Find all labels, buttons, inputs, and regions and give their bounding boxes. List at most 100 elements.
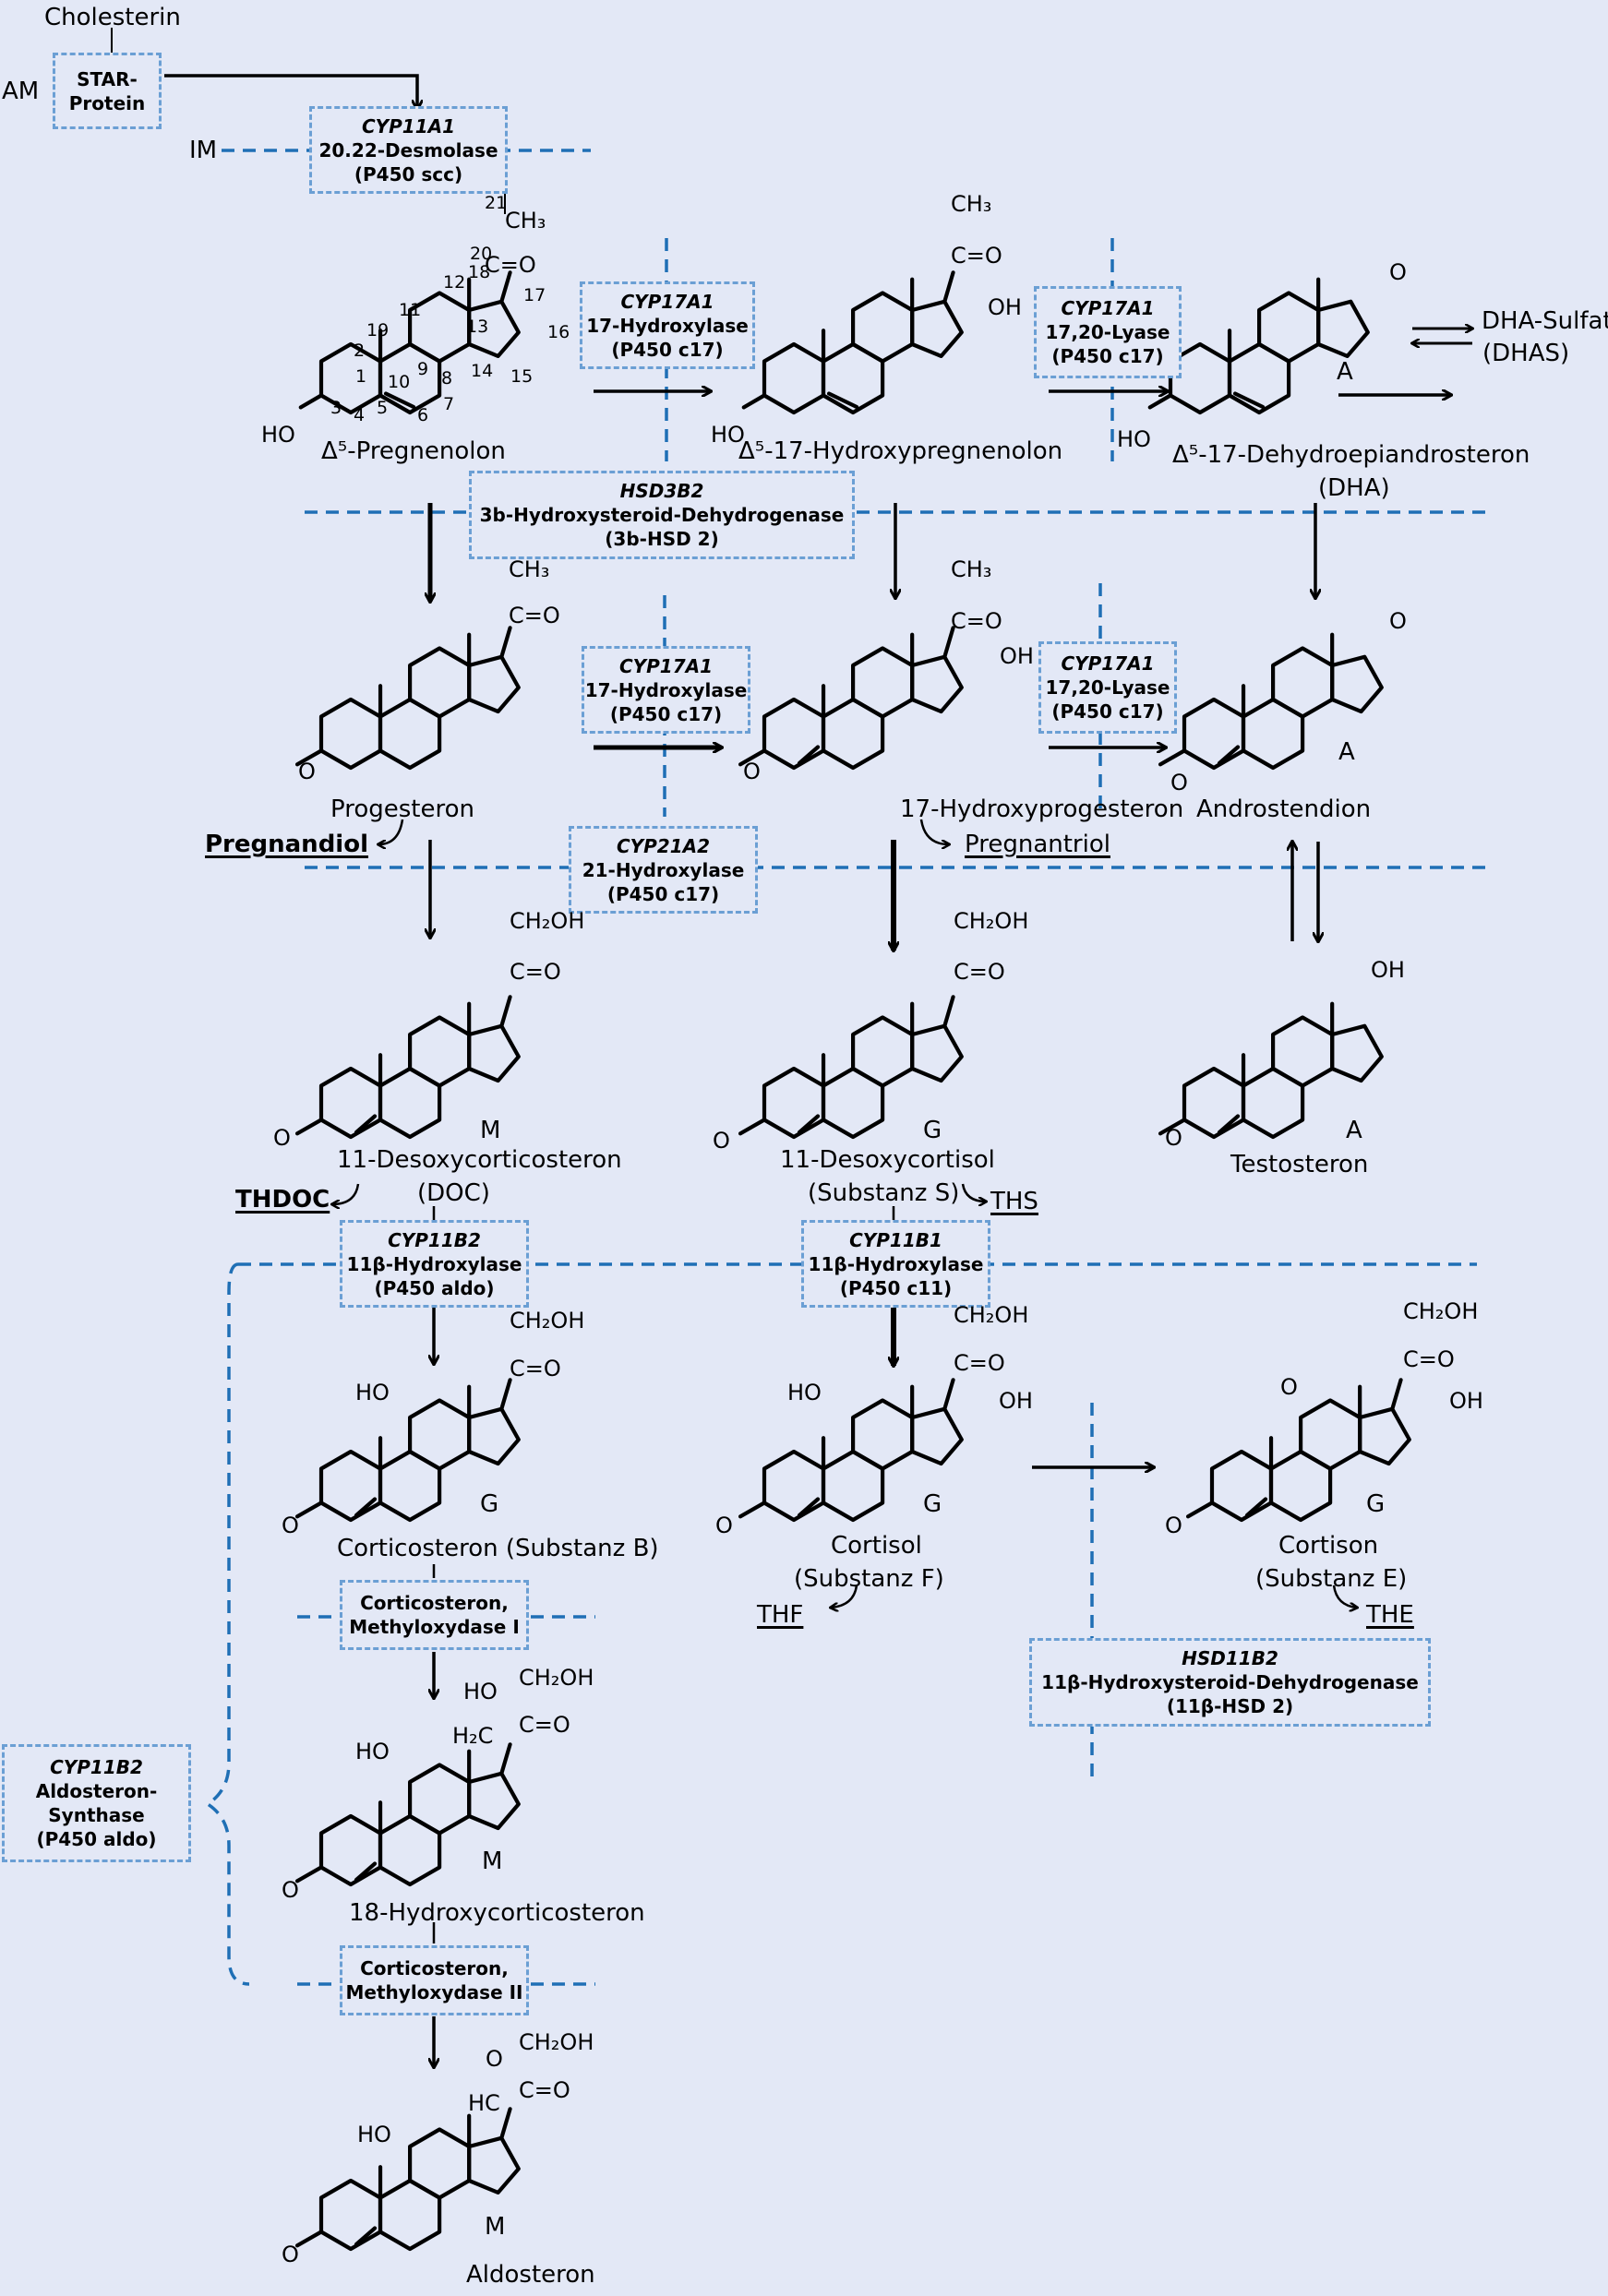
cortisol-label-1: Cortisol [831, 1532, 922, 1560]
progesterone-label: Progesteron [330, 795, 474, 823]
carbon-number: 8 [441, 368, 453, 389]
atom-c-eq-o: C=O [510, 959, 561, 985]
atom-hc: HC [468, 2090, 500, 2116]
gene: CYP11B2 [50, 1756, 143, 1778]
aldo-synthase-bracket [204, 1262, 250, 1986]
aldosterone-label: Aldosteron [466, 2261, 595, 2289]
ring-d [1330, 1023, 1384, 1083]
pregnenolone-label: Δ⁵-Pregnenolon [321, 437, 506, 465]
ring-c [1270, 646, 1335, 719]
ring-d [1330, 654, 1384, 714]
atom-ch3: CH₃ [951, 191, 992, 217]
double-bond-a [354, 1861, 378, 1883]
ring-c [1270, 1015, 1335, 1088]
line1: Aldosteron- [35, 1780, 158, 1802]
gene: CYP11B1 [849, 1228, 942, 1251]
ring-a [318, 2178, 383, 2252]
ring-c [408, 1763, 472, 1836]
double-bond-a [797, 745, 821, 766]
double-bond-b [383, 391, 416, 410]
gene: CYP17A1 [620, 290, 714, 313]
atom-h2c: H₂C [452, 1723, 494, 1749]
hydroxypregnenolone-label: Δ⁵-17-Hydroxypregnenolon [738, 437, 1063, 465]
atom-oh: OH [1371, 957, 1405, 983]
atom-c-eq-o: C=O [510, 1356, 561, 1381]
name: 17,20-Lyase [1045, 676, 1170, 699]
atom-ch2oh: CH₂OH [519, 2029, 594, 2055]
class-a-dha: A [1337, 358, 1353, 386]
side-chain [1390, 1378, 1403, 1411]
name: 17,20-Lyase [1045, 321, 1170, 343]
cortisone-label-1: Cortison [1278, 1532, 1379, 1560]
sub: (P450 c17) [1051, 345, 1164, 367]
star-line2: Protein [68, 91, 146, 114]
ring-d [910, 299, 964, 358]
side-chain [499, 995, 512, 1028]
atom-c-eq-o: C=O [519, 2077, 570, 2103]
cortisol-label-2: (Substanz F) [794, 1565, 944, 1593]
name: 21-Hydroxylase [582, 858, 745, 881]
ring-c [408, 1398, 472, 1471]
dhas-label-1: DHA-Sulfat [1482, 307, 1608, 335]
cyp11a1-box: CYP11A1 20.22-Desmolase (P450 scc) [309, 106, 508, 194]
am-label: AM [2, 78, 40, 105]
double-bond-a [354, 1497, 378, 1518]
line1: Corticosteron, [360, 1592, 509, 1614]
ring-d [1358, 1406, 1411, 1466]
carbon-number: 4 [354, 405, 366, 425]
dha-abbr-label: (DHA) [1318, 474, 1390, 502]
atom-oh: OH [999, 1388, 1033, 1414]
carbon-number: 1 [355, 366, 367, 387]
class-a-andro: A [1338, 738, 1355, 766]
line2: Synthase [48, 1804, 145, 1826]
atom-c-eq-o: C=O [485, 252, 536, 278]
doc-label-2: (DOC) [417, 1179, 490, 1207]
keto-3 [738, 1501, 767, 1519]
double-bond-a [797, 1497, 821, 1518]
ring-a [318, 1813, 383, 1887]
atom-c-eq-o: C=O [509, 603, 560, 628]
hsd3b2-box: HSD3B2 3b-Hydroxysteroid-Dehydrogenase (… [469, 471, 855, 559]
carbon-number: 21 [485, 193, 508, 213]
ring-a [762, 1449, 826, 1523]
carbon-number: 17 [523, 285, 546, 305]
dhas-label-2: (DHAS) [1482, 340, 1570, 367]
name: 11β-Hydroxylase [346, 1252, 522, 1275]
methyloxydase-2-box: Corticosteron, Methyloxydase II [340, 1945, 529, 2015]
atom-o: O [282, 1877, 299, 1903]
ring-c [408, 2127, 472, 2200]
class-m-doc: M [480, 1117, 501, 1144]
androstenedione-label: Androstendion [1196, 795, 1372, 823]
atom-o: O [715, 1513, 733, 1538]
sub: (3b-HSD 2) [605, 528, 719, 550]
carbon-number: 11 [399, 300, 422, 320]
atom-ho: HO [355, 1380, 390, 1405]
metabolite-arrows [332, 819, 1357, 1608]
ring-a [1209, 1449, 1274, 1523]
atom-ch2oh: CH₂OH [519, 1665, 594, 1691]
carbon-number: 9 [417, 359, 429, 379]
carbon-number: 19 [366, 320, 390, 341]
atom-ho: HO [357, 2122, 391, 2147]
gene: HSD11B2 [1182, 1647, 1278, 1669]
atom-o: O [298, 759, 316, 784]
class-g-cortisol: G [923, 1490, 942, 1518]
line1: Corticosteron, [360, 1957, 509, 1979]
double-bond-a [1217, 1114, 1241, 1135]
pregnantriol-label: Pregnantriol [965, 831, 1110, 858]
atom-ch2oh: CH₂OH [954, 908, 1029, 934]
atom-o: O [743, 759, 761, 784]
ring-c [1298, 1398, 1362, 1471]
cortisone-label-2: (Substanz E) [1255, 1565, 1408, 1593]
side-chain [942, 270, 955, 304]
corticosterone-label: Corticosteron (Substanz B) [337, 1535, 659, 1562]
cyp17a1-lyase-box-2: CYP17A1 17,20-Lyase (P450 c17) [1038, 641, 1177, 734]
line2: Methyloxydase I [349, 1616, 520, 1638]
gene: CYP21A2 [616, 834, 711, 857]
cyp17a1-hydroxylase-box-2: CYP17A1 17-Hydroxylase (P450 c17) [582, 646, 750, 734]
sub: (11β-HSD 2) [1166, 1695, 1294, 1717]
carbon-number: 13 [466, 317, 489, 337]
the-label: THE [1366, 1601, 1414, 1629]
carbon-number: 18 [468, 262, 491, 282]
